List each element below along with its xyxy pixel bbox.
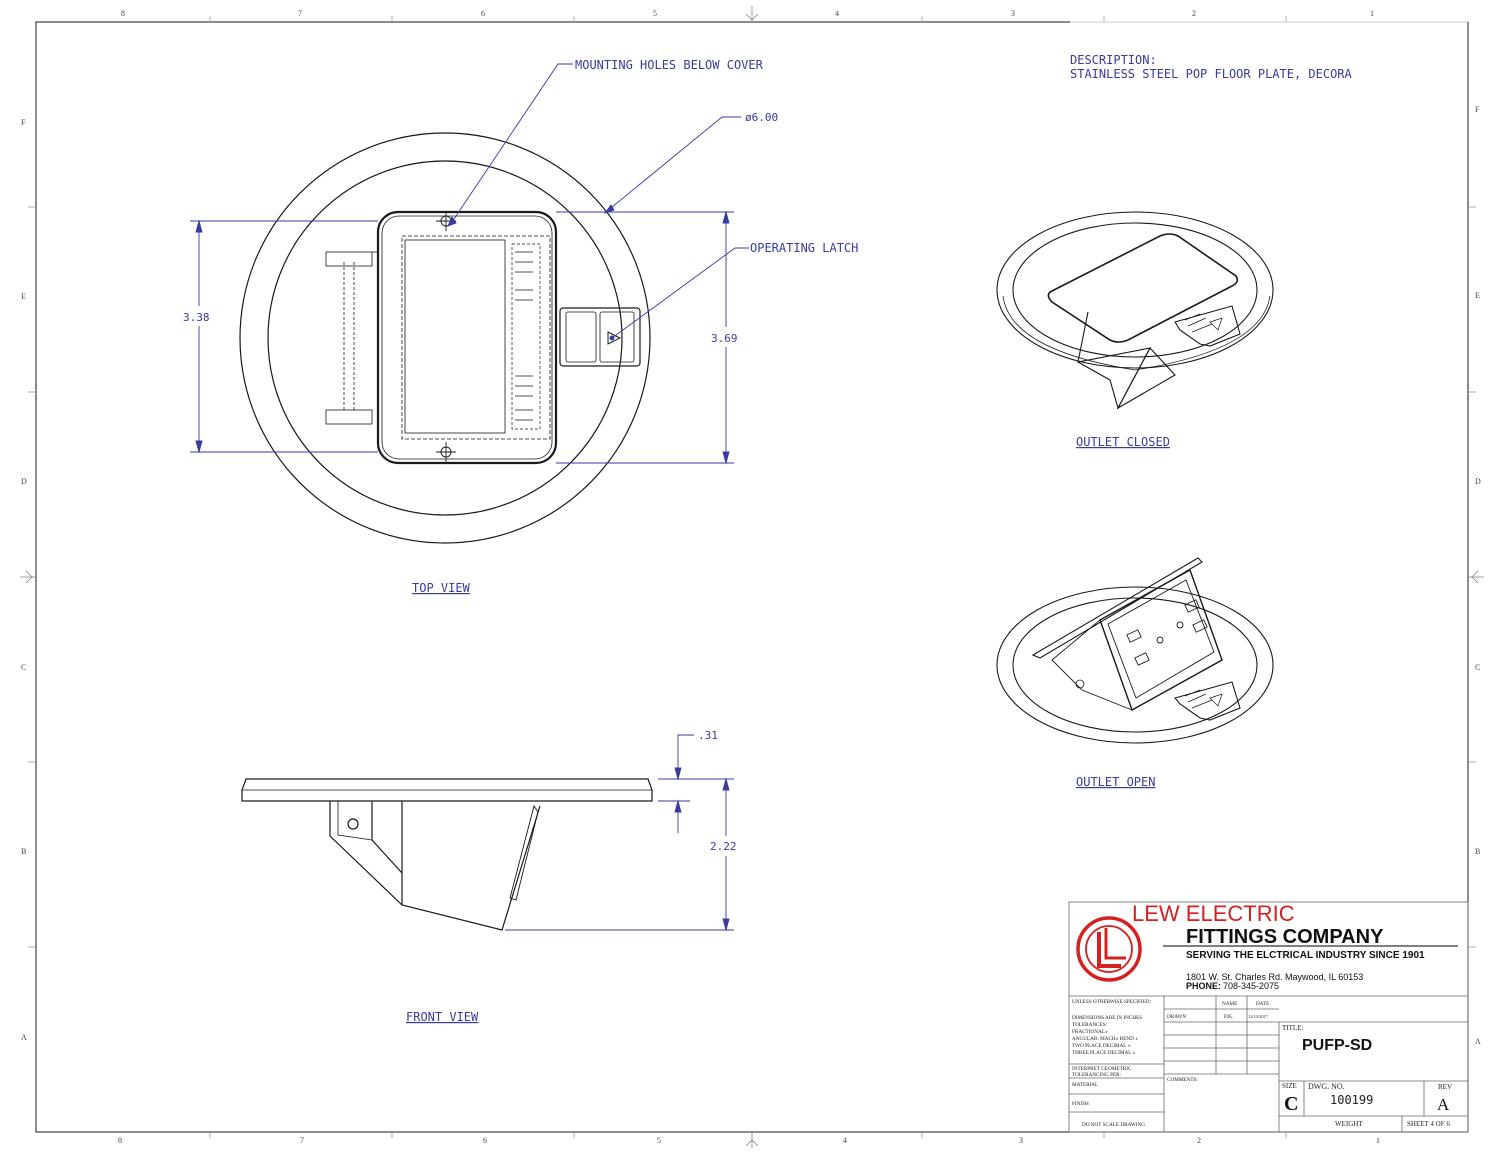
row-label-f: F [21,118,26,127]
col-label-bottom-1: 1 [1376,1136,1380,1145]
tb-sheet: SHEET 4 OF 6 [1407,1120,1450,1128]
tb-two-place: TWO PLACE DECIMAL ± [1072,1043,1131,1049]
col-label-bottom-5: 5 [657,1136,661,1145]
centering-marks [20,6,1484,1148]
tb-fractional: FRACTIONAL± [1072,1029,1108,1035]
company-name-line2: FITTINGS COMPANY [1186,926,1384,948]
tb-col-date: DATE [1256,1001,1269,1007]
tb-drawn-name: PJG [1224,1014,1233,1020]
col-label-5: 5 [653,9,657,18]
col-label-2: 2 [1192,9,1196,18]
tb-drawn: DRAWN [1167,1014,1186,1020]
tb-rev: A [1437,1095,1450,1114]
tb-size-label: SIZE [1282,1082,1297,1090]
row-label-e: E [21,292,26,301]
phone-label: PHONE: [1186,981,1221,991]
row-label-right-b: B [1475,847,1480,856]
tb-drawn-date: 12/13/2017 [1248,1014,1269,1019]
col-label-1: 1 [1370,9,1374,18]
col-label-bottom-3: 3 [1019,1136,1023,1145]
company-logo [1076,916,1142,982]
row-label-right-e: E [1475,291,1480,300]
row-label-d: D [21,477,27,486]
tb-angular: ANGULAR: MACH± BEND ± [1072,1036,1138,1042]
sheet-border [35,21,1469,1133]
label-front-view: FRONT VIEW [406,1010,479,1024]
company-phone-line: PHONE:708-345-2075 [1186,981,1279,991]
dimension-thickness: .31 [698,729,718,742]
tb-three-place: THREE PLACE DECIMAL ± [1072,1050,1135,1056]
tb-finish: FINISH [1072,1101,1089,1107]
front-view-dimensions [505,734,734,932]
tb-unless: UNLESS OTHERWISE SPECIFIED: [1072,999,1152,1005]
tb-comments: COMMENTS: [1167,1077,1198,1083]
dimension-right-height: 3.69 [711,332,738,345]
col-label-bottom-7: 7 [300,1136,304,1145]
title-block [1068,901,1469,1133]
label-top-view: TOP VIEW [412,581,471,595]
row-label-right-c: C [1475,663,1480,672]
col-label-bottom-6: 6 [483,1136,487,1145]
tb-weight: WEIGHT [1335,1120,1363,1128]
tb-dwg-label: DWG. NO. [1308,1082,1345,1091]
front-view [241,778,653,931]
row-label-a: A [21,1033,27,1042]
col-label-4: 4 [835,9,839,18]
col-label-6: 6 [481,9,485,18]
dimension-depth: 2.22 [710,840,737,853]
label-outlet-closed: OUTLET CLOSED [1076,435,1170,449]
tb-rev-label: REV [1438,1083,1452,1091]
description-label: DESCRIPTION: [1070,53,1157,67]
top-view [239,132,651,544]
tb-size: C [1284,1093,1298,1115]
tb-material: MATERIAL [1072,1082,1098,1088]
row-label-right-f: F [1475,105,1480,114]
tb-tol-per: TOLERANCING PER: [1072,1072,1122,1078]
tb-dwg-no: 100199 [1330,1093,1373,1107]
tb-interpret: INTERPRET GEOMETRIC [1072,1066,1132,1072]
tb-title: PUFP-SD [1302,1037,1372,1054]
row-label-b: B [21,847,26,856]
row-label-right-d: D [1475,477,1481,486]
callout-operating-latch: OPERATING LATCH [750,241,858,255]
col-label-bottom-4: 4 [843,1136,847,1145]
top-view-dimensions [190,63,749,465]
callout-mounting-holes: MOUNTING HOLES BELOW COVER [575,58,764,72]
col-label-7: 7 [298,9,302,18]
callout-diameter: ø6.00 [745,111,778,124]
col-label-8: 8 [121,9,125,18]
col-label-3: 3 [1011,9,1015,18]
company-name-line1: LEW ELECTRIC [1132,901,1295,926]
company-tagline: SERVING THE ELCTRICAL INDUSTRY SINCE 190… [1186,950,1425,961]
phone-number: 708-345-2075 [1223,981,1279,991]
border-ticks [28,16,1476,1138]
tb-tolerances: TOLERANCES: [1072,1022,1108,1028]
col-label-bottom-2: 2 [1197,1136,1201,1145]
col-label-bottom-8: 8 [118,1136,122,1145]
description-text: STAINLESS STEEL POP FLOOR PLATE, DECORA [1070,67,1353,81]
outlet-closed-view [996,211,1274,410]
company-address: 1801 W. St. Charles Rd. Maywood, IL 6015… [1186,972,1363,982]
label-outlet-open: OUTLET OPEN [1076,775,1155,789]
outlet-open-view [996,557,1274,744]
row-label-c: C [21,663,26,672]
row-label-right-a: A [1475,1037,1481,1046]
tb-col-name: NAME [1222,1001,1237,1007]
tb-do-not-scale: DO NOT SCALE DRAWING [1082,1122,1145,1128]
tb-dims: DIMENSIONS ARE IN INCHES [1072,1015,1142,1021]
tb-title-label: TITLE: [1282,1024,1303,1032]
dimension-left-height: 3.38 [183,311,210,324]
